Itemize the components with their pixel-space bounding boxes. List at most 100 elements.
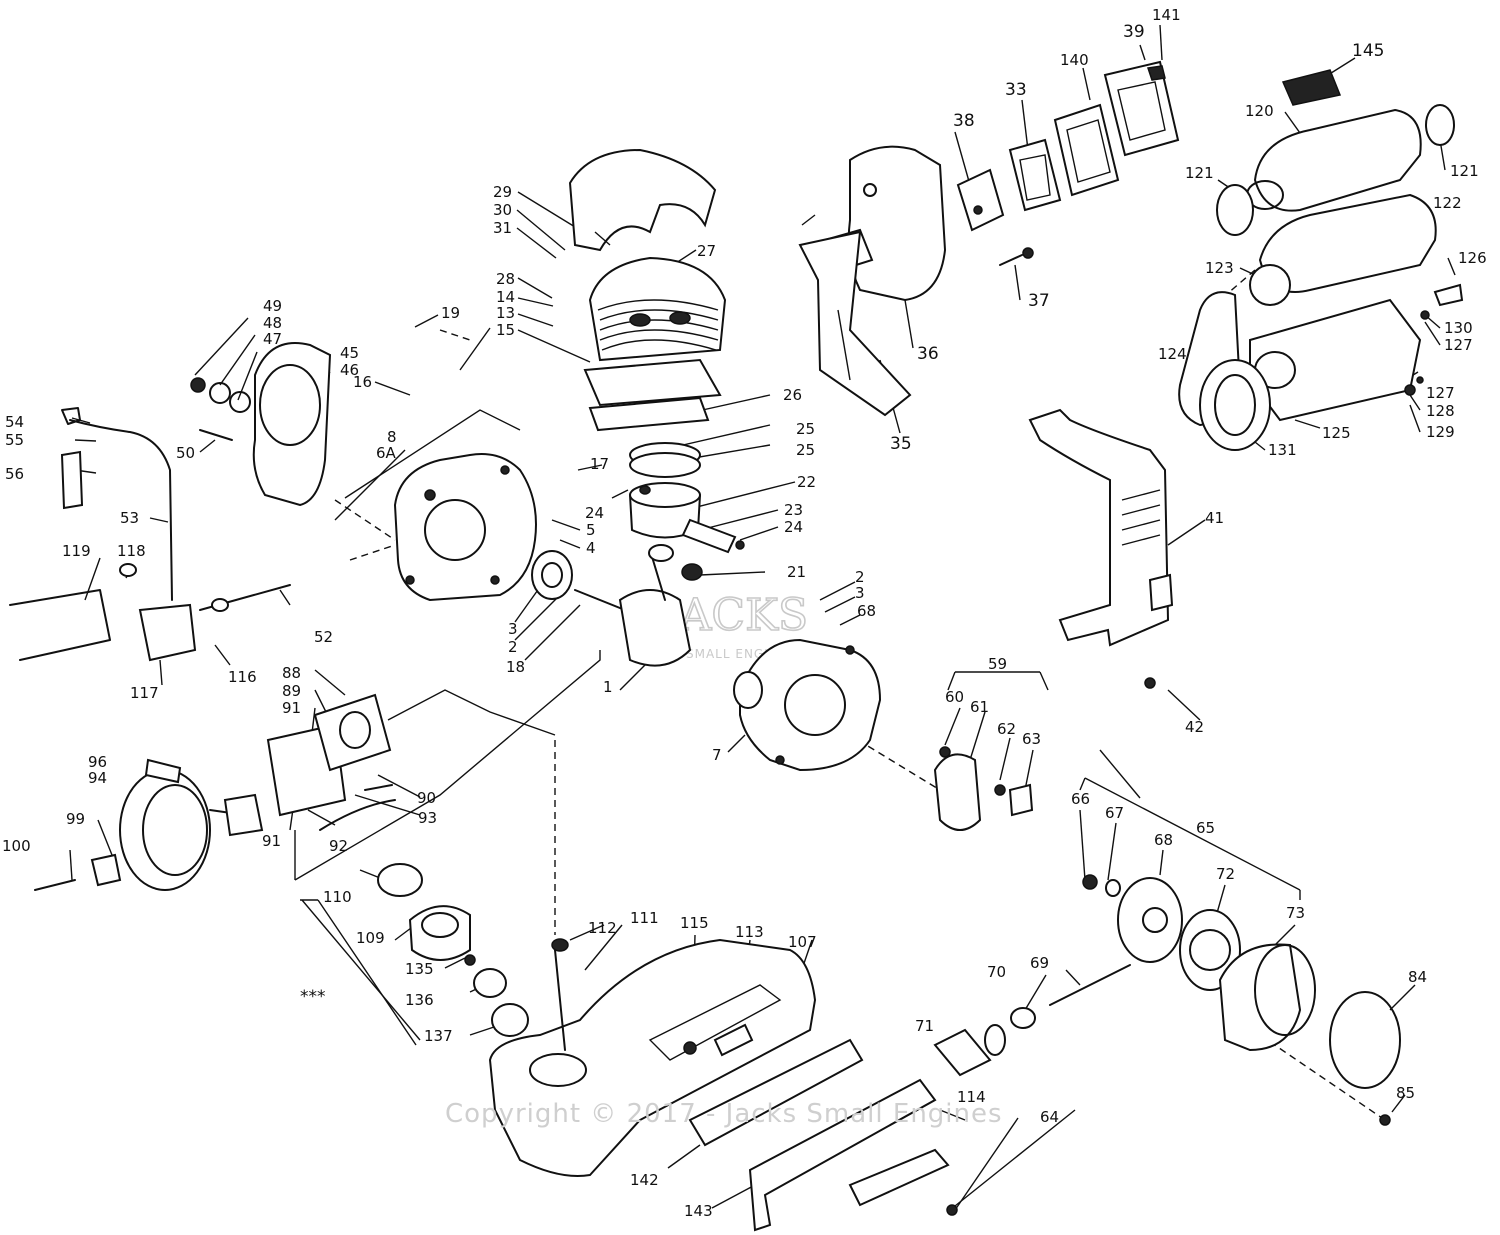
callout-89: 89: [282, 682, 301, 700]
watermark-copyright: Copyright © 2017 - Jacks Small Engines: [445, 1099, 1003, 1129]
callout-6a: 6A: [376, 444, 397, 462]
callout-119: 119: [62, 542, 91, 560]
throttle-cable-part: [9, 407, 291, 662]
callout-52: 52: [314, 628, 333, 646]
ignition-module-part: [190, 342, 332, 507]
callout-140: 140: [1060, 51, 1089, 69]
callout-46: 46: [340, 361, 359, 379]
callout-50: 50: [176, 444, 195, 462]
callout-121: 121: [1450, 162, 1479, 180]
callout-94: 94: [88, 769, 107, 787]
callout-64: 64: [1040, 1108, 1059, 1126]
fuel-cap-parts: [377, 863, 529, 1037]
callout-116: 116: [228, 668, 257, 686]
heat-shield-part: [1028, 408, 1174, 689]
crankshaft-part: [531, 544, 703, 667]
callout-68: 68: [1154, 831, 1173, 849]
callout-67: 67: [1105, 804, 1124, 822]
callout-62: 62: [997, 720, 1016, 738]
callout-117: 117: [130, 684, 159, 702]
callout-3: 3: [855, 584, 865, 602]
callout-69: 69: [1030, 954, 1049, 972]
callout-28: 28: [496, 270, 515, 288]
callout-128: 128: [1426, 402, 1455, 420]
callout-37: 37: [1028, 291, 1050, 311]
callout-24: 24: [585, 504, 604, 522]
callout-47: 47: [263, 330, 282, 348]
callout-36: 36: [917, 344, 939, 364]
callout-8: 8: [387, 428, 397, 446]
callout-115: 115: [680, 914, 709, 932]
callout-65: 65: [1196, 819, 1215, 837]
callout-91: 91: [282, 699, 301, 717]
callout-15: 15: [496, 321, 515, 339]
callout-114: 114: [957, 1088, 986, 1106]
callout-13: 13: [496, 304, 515, 322]
callout-100: 100: [2, 837, 31, 855]
callout-54: 54: [5, 413, 24, 431]
callout-141: 141: [1152, 6, 1181, 24]
callout-49: 49: [263, 297, 282, 315]
callout-118: 118: [117, 542, 146, 560]
callout-130: 130: [1444, 319, 1473, 337]
cylinder-part: [583, 256, 727, 432]
carburetor-part: [266, 693, 396, 831]
callout-85: 85: [1396, 1084, 1415, 1102]
callout-27: 27: [697, 242, 716, 260]
callout-93: 93: [418, 809, 437, 827]
callout-129: 129: [1426, 423, 1455, 441]
callout-labels: 1 2 2 3 3 4 5 6A 7 8 13 14 15 16 17 18 1…: [2, 6, 1487, 1220]
callout-112: 112: [588, 919, 617, 937]
callout-91: 91: [262, 832, 281, 850]
callout-127: 127: [1426, 384, 1455, 402]
crankcase-housing-part: [733, 638, 882, 772]
callout-125: 125: [1322, 424, 1351, 442]
callout-131: 131: [1268, 441, 1297, 459]
callout-48: 48: [263, 314, 282, 332]
callout-25: 25: [796, 441, 815, 459]
callout-142: 142: [630, 1171, 659, 1189]
callout-61: 61: [970, 698, 989, 716]
callout-113: 113: [735, 923, 764, 941]
callout-55: 55: [5, 431, 24, 449]
callout-136: 136: [405, 991, 434, 1009]
callout-121: 121: [1185, 164, 1214, 182]
callout-123: 123: [1205, 259, 1234, 277]
callout-41: 41: [1205, 509, 1224, 527]
piston-assembly-part: [628, 442, 745, 554]
callout-68: 68: [857, 602, 876, 620]
muffler-gasket-parts: [956, 60, 1180, 266]
callout-63: 63: [1022, 730, 1041, 748]
fuel-tank-part: [488, 938, 958, 1232]
callout-84: 84: [1408, 968, 1427, 986]
callout-72: 72: [1216, 865, 1235, 883]
callout-53: 53: [120, 509, 139, 527]
callout-16: 16: [353, 373, 372, 391]
callout-19: 19: [441, 304, 460, 322]
callout-asterisks: ***: [300, 987, 326, 1007]
callout-145: 145: [1352, 41, 1384, 61]
air-filter-cover-part: [34, 758, 264, 891]
callout-59: 59: [988, 655, 1007, 673]
callout-17: 17: [590, 455, 609, 473]
callout-21: 21: [787, 563, 806, 581]
callout-99: 99: [66, 810, 85, 828]
callout-26: 26: [783, 386, 802, 404]
callout-56: 56: [5, 465, 24, 483]
callout-23: 23: [784, 501, 803, 519]
callout-39: 39: [1123, 22, 1145, 42]
callout-126: 126: [1458, 249, 1487, 267]
callout-5: 5: [586, 521, 596, 539]
callout-3: 3: [508, 620, 518, 638]
callout-2: 2: [508, 638, 518, 656]
callout-127: 127: [1444, 336, 1473, 354]
callout-60: 60: [945, 688, 964, 706]
callout-71: 71: [915, 1017, 934, 1035]
callout-22: 22: [797, 473, 816, 491]
callout-4: 4: [586, 539, 596, 557]
callout-24: 24: [784, 518, 803, 536]
callout-2: 2: [855, 568, 865, 586]
callout-7: 7: [712, 746, 722, 764]
